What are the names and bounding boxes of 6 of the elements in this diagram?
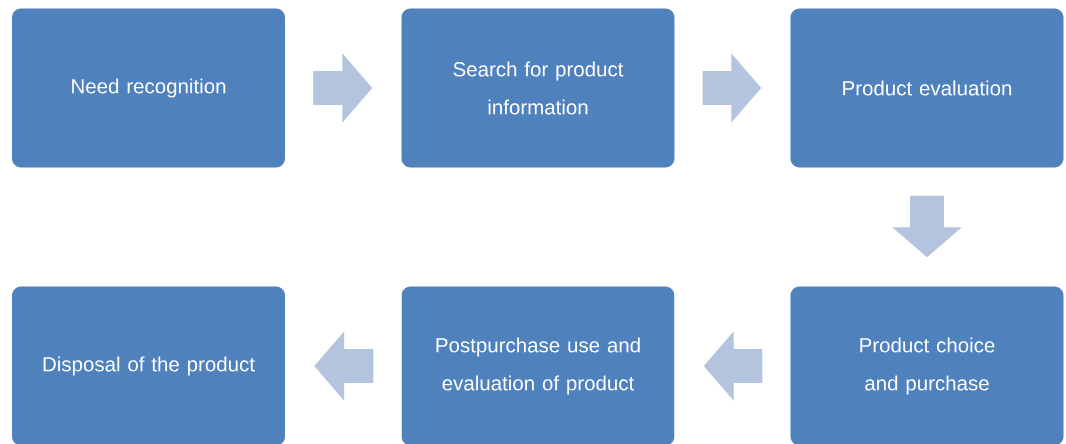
process-box: Need recognition (12, 8, 285, 168)
process-box: Search for product information (401, 8, 675, 168)
process-box: Product choice and purchase (790, 286, 1064, 444)
process-box: Disposal of the product (12, 286, 285, 444)
process-box: Postpurchase use and evaluation of product (401, 286, 675, 444)
process-box: Product evaluation (790, 8, 1064, 168)
